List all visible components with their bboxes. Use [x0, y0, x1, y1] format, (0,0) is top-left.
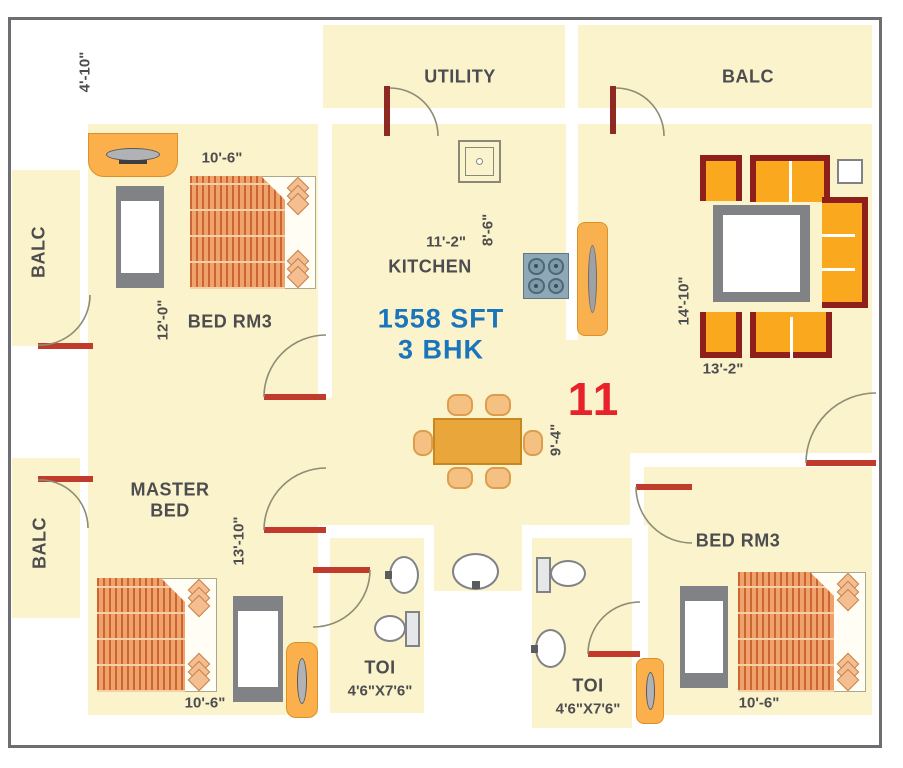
dining-table [433, 418, 522, 465]
wardrobe-bed3tl [116, 186, 164, 288]
bed-bed3br [738, 572, 866, 692]
dim-bed3tl-depth: 12'-0" [154, 299, 172, 341]
stove-icon [523, 253, 569, 299]
label-toilet2: TOI [572, 675, 604, 696]
dresser-master [286, 642, 318, 718]
dim-bed3br-width: 10'-6" [738, 694, 780, 712]
mirror-icon [646, 672, 655, 710]
dining-chair [523, 430, 543, 456]
toilet-tank-icon [405, 611, 420, 647]
dining-chair [447, 394, 473, 416]
label-kitchen: KITCHEN [388, 256, 472, 277]
wall-kitchen-living [566, 124, 578, 340]
utility-sink-icon [458, 140, 501, 183]
label-balcony-top: BALC [722, 66, 774, 87]
wardrobe-master [233, 596, 283, 702]
wall-bed3tl-kitchen [318, 124, 332, 398]
dining-chair [447, 467, 473, 489]
plan-border-frame [8, 17, 882, 748]
dim-kitchen-width: 11'-2" [426, 233, 466, 251]
room-utility-balcony [323, 25, 565, 108]
sofa-loveseat-top [750, 155, 830, 202]
mirror-icon [297, 658, 307, 704]
door-sill-balcony-left-bottom [38, 476, 93, 482]
door-jamb-balcony-top [610, 86, 616, 134]
mirror-base [119, 160, 147, 164]
dim-master-depth: 13'-10" [230, 516, 248, 566]
label-master-line2: BED [150, 500, 190, 521]
label-toilet1: TOI [364, 657, 396, 678]
dining-chair [485, 467, 511, 489]
dim-toilet2-size: 4'6"X7'6" [555, 700, 621, 718]
dim-dining-depth: 9'-4" [547, 423, 565, 457]
corner-table [837, 159, 863, 184]
sofa-seat-single-bottom [700, 312, 742, 358]
label-utility: UTILITY [424, 66, 496, 87]
bed-bed3tl [190, 176, 316, 289]
tap-icon [472, 581, 480, 589]
dining-chair [485, 394, 511, 416]
washbasin-icon [389, 556, 419, 594]
toilet-bowl-icon [550, 560, 586, 587]
label-config: 3 BHK [397, 334, 485, 365]
label-bed3tl: BED RM3 [187, 311, 273, 332]
sofa-loveseat-bottom [750, 312, 832, 358]
label-unit-number: 11 [567, 373, 621, 425]
dim-kitchen-depth: 8'-6" [479, 213, 497, 247]
dim-master-width: 10'-6" [184, 694, 226, 712]
dresser-bed3tl [88, 133, 178, 177]
dim-living-depth: 14'-10" [675, 276, 693, 326]
center-table [713, 205, 810, 302]
dim-toilet1-size: 4'6"X7'6" [347, 682, 413, 700]
label-bed3br: BED RM3 [695, 530, 781, 551]
door-sill-balcony-left-top [38, 343, 93, 349]
wardrobe-bed3br [680, 586, 728, 688]
label-balcony-left-top: BALC [28, 226, 49, 278]
label-balcony-left-bottom: BALC [29, 517, 50, 569]
dining-chair [413, 430, 433, 456]
kitchen-counter-sink [577, 222, 608, 336]
dim-bed3tl-width: 10'-6" [201, 149, 243, 167]
bed-master [97, 578, 217, 692]
door-jamb-utility [384, 86, 390, 136]
tap-icon [385, 571, 392, 579]
tap-icon [531, 645, 538, 653]
toilet-bowl-icon [374, 615, 406, 642]
counter-sink-icon [588, 245, 597, 313]
label-area: 1558 SFT [377, 303, 505, 334]
dim-entry-recess: 4'-10" [76, 51, 94, 93]
dim-living-width: 13'-2" [702, 360, 744, 378]
toilet2-cabinet [636, 658, 664, 724]
sofa-seat-single-top [700, 155, 742, 201]
sofa-three-seater-right [822, 197, 868, 308]
label-master-line1: MASTER [130, 479, 210, 500]
